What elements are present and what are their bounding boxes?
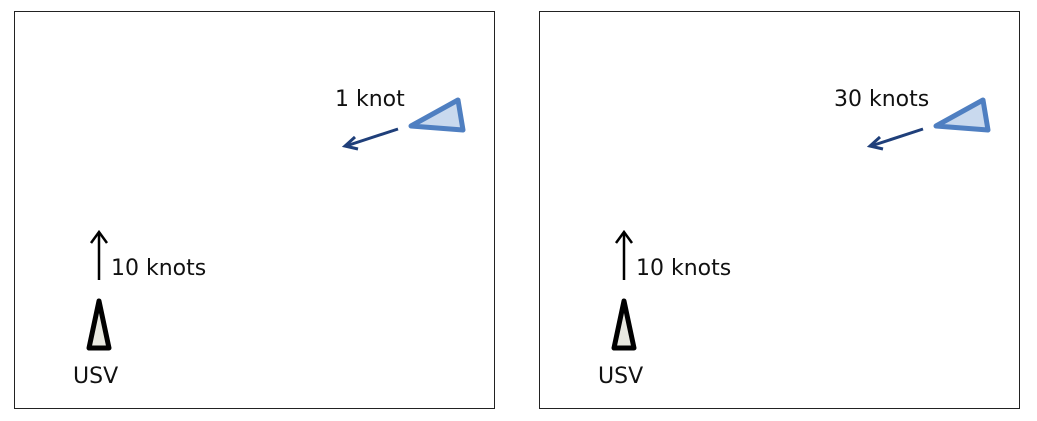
target-speed-label: 1 knot: [335, 87, 405, 112]
scenario-drawing-left: [86, 97, 466, 351]
target-velocity-arrow: [866, 127, 924, 151]
scenario-panel-right: 30 knots 10 knots USV: [539, 11, 1020, 409]
target-velocity-arrow: [341, 127, 399, 151]
scenario-panel-left: 1 knot 10 knots USV: [14, 11, 495, 409]
target-speed-label: 30 knots: [834, 87, 930, 112]
usv-label: USV: [598, 364, 644, 389]
usv-speed-label: 10 knots: [111, 256, 207, 281]
scenario-drawing-right: [611, 97, 991, 351]
target-vessel-icon: [408, 97, 466, 133]
usv-icon: [86, 298, 112, 351]
usv-velocity-arrow: [89, 229, 109, 280]
usv-label: USV: [73, 364, 119, 389]
usv-velocity-arrow: [614, 229, 634, 280]
target-vessel-icon: [933, 97, 991, 133]
usv-speed-label: 10 knots: [636, 256, 732, 281]
usv-icon: [611, 298, 637, 351]
